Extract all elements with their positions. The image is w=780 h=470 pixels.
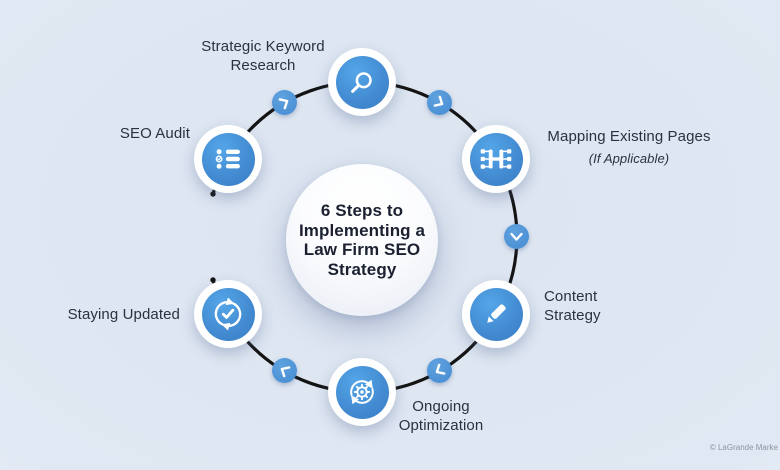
chevron-icon (435, 363, 446, 375)
step-label-content-strategy: Content Strategy (544, 288, 601, 324)
step-node-staying-updated (194, 280, 262, 348)
sitemap-icon (469, 132, 523, 186)
step-node-seo-audit (194, 125, 262, 193)
step-node-strategic-keyword-research (328, 48, 396, 116)
connector-dot (427, 90, 452, 115)
gear-refresh-icon (335, 365, 389, 419)
checklist-icon (201, 132, 255, 186)
chevron-icon (433, 95, 444, 107)
magnifier-icon (335, 55, 389, 109)
sync-check-icon (201, 287, 255, 341)
pencil-icon (469, 287, 523, 341)
connector-dot (272, 358, 297, 383)
step-label-seo-audit: SEO Audit (119, 125, 190, 142)
step-label-main: Mapping Existing Pages (547, 128, 711, 145)
step-node-ongoing-optimization (328, 358, 396, 426)
step-node-mapping-existing-pages (462, 125, 530, 193)
chevron-icon (278, 98, 289, 110)
arc-start-dot (210, 191, 216, 197)
chevron-icon (280, 366, 291, 378)
step-label-sub: (If Applicable) (588, 151, 670, 166)
center-circle: 6 Steps to Implementing a Law Firm SEO S… (286, 164, 438, 316)
step-label-mapping-existing-pages: Mapping Existing Pages (If Applicable) (547, 127, 710, 168)
step-label-staying-updated: Staying Updated (67, 306, 180, 323)
credit-watermark: © LaGrande Marke (709, 443, 778, 452)
step-node-content-strategy (462, 280, 530, 348)
step-label-ongoing-optimization: Ongoing Optimization (398, 398, 484, 434)
step-label-strategic-keyword-research: Strategic Keyword Research (201, 38, 325, 74)
connector-dot (272, 90, 297, 115)
connector-dot (427, 358, 452, 383)
diagram-title: 6 Steps to Implementing a Law Firm SEO S… (298, 201, 426, 279)
connector-dot (504, 224, 529, 249)
arc-end-dot (210, 277, 216, 283)
chevron-icon (510, 232, 523, 241)
